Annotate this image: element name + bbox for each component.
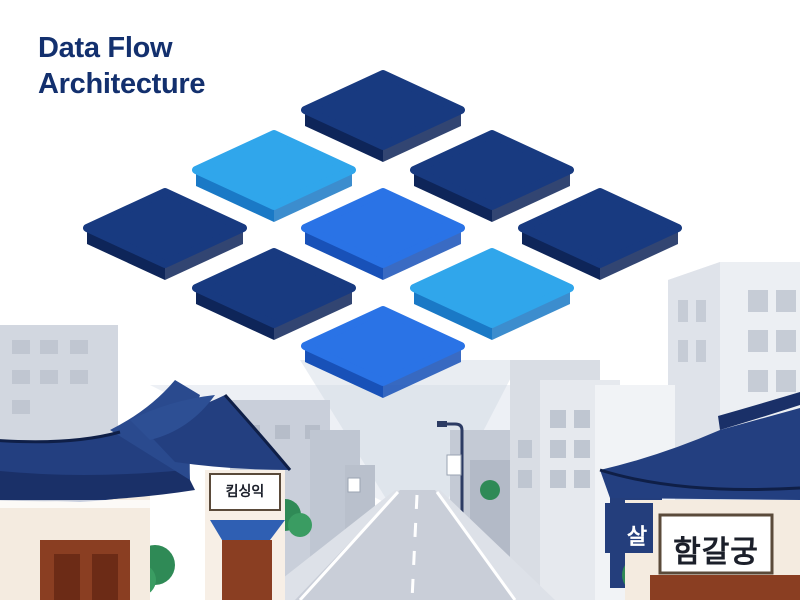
data-block-light (410, 248, 574, 340)
block-connector (211, 198, 228, 212)
block-connector (320, 316, 337, 330)
page-title: Data Flow Architecture (38, 30, 206, 102)
block-connector (211, 257, 228, 271)
block-connector (320, 257, 337, 271)
street-lamp (347, 421, 464, 600)
center-hanok-shop (130, 394, 292, 600)
right-shop-sign-text: 함갈궁 (673, 535, 759, 570)
road (255, 490, 555, 600)
shop-sign-board (209, 473, 281, 511)
block-connector (429, 257, 446, 271)
block-connector (320, 139, 337, 153)
data-block-light (192, 130, 356, 222)
left-shop-sign-text: 킴싱익 (225, 484, 265, 500)
block-connector (429, 198, 446, 212)
right-hanok-house (599, 392, 800, 600)
right-shop-sign-board (658, 513, 774, 575)
title-line-2: Architecture (38, 68, 206, 100)
data-block-dark (410, 130, 574, 222)
block-connector (429, 139, 446, 153)
data-block-medium (301, 188, 465, 280)
data-block-dark (301, 70, 465, 162)
block-connector (537, 257, 555, 271)
left-hanok-house (0, 380, 200, 600)
data-block-dark (518, 188, 682, 280)
block-connector (320, 198, 337, 212)
title-line-1: Data Flow (38, 32, 173, 64)
block-connector (537, 198, 555, 212)
block-connector (429, 316, 446, 330)
vertical-sign-text: 살 (626, 525, 648, 550)
data-block-dark (192, 248, 356, 340)
data-block-medium (301, 306, 465, 398)
data-block-dark (83, 188, 247, 280)
